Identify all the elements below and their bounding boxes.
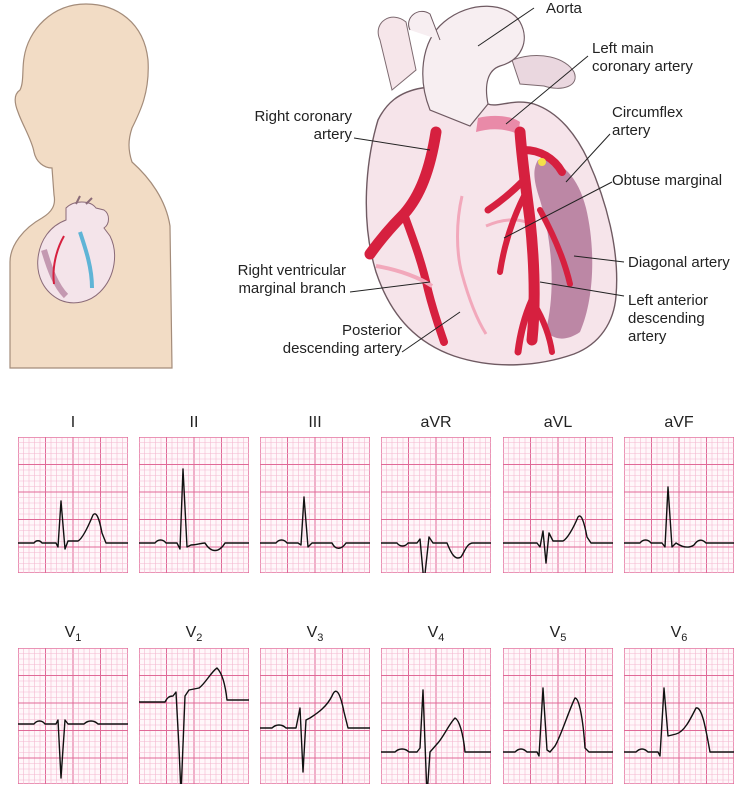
ecg-panel-v6	[624, 648, 734, 784]
ecg-trace-v3	[260, 690, 370, 773]
lead-title-v1: V1	[64, 624, 82, 645]
ecg-grid-ii	[139, 437, 249, 573]
label-left-main-line2: coronary artery	[592, 58, 693, 75]
ecg-grid-v3	[260, 648, 370, 784]
ecg-panel-v2	[139, 648, 249, 784]
label-obtuse-marginal: Obtuse marginal	[612, 172, 723, 189]
ecg-grid-v1	[18, 648, 128, 784]
lead-title-avr: aVR	[420, 414, 452, 431]
ecg-grid-iii	[260, 437, 370, 573]
lead-title-iii: III	[308, 414, 322, 431]
anatomy-illustration	[9, 3, 625, 369]
ecg-grid-v4	[381, 648, 491, 784]
label-lad-line3: artery	[628, 328, 667, 345]
ecg-panel-i	[18, 437, 128, 573]
ecg-grid-i	[18, 437, 128, 573]
label-pda-line1: Posterior	[341, 322, 402, 339]
lead-title-avf: aVF	[664, 414, 694, 431]
label-pda: Posterior descending artery	[246, 322, 402, 358]
diagonal-artery	[537, 207, 573, 287]
ecg-panel-ii	[139, 437, 249, 573]
lead-title-v4: V4	[427, 624, 445, 645]
ecg-grid-v2	[139, 648, 249, 784]
ecg-trace-iii	[260, 496, 370, 549]
ecg-panel-iii	[260, 437, 370, 573]
lead-title-ii: II	[189, 414, 199, 431]
ecg-trace-i	[18, 500, 128, 550]
label-rv-marginal: Right ventricular marginal branch	[200, 262, 346, 298]
label-right-coronary-line1: Right coronary	[254, 108, 352, 125]
small-heart-icon	[37, 195, 116, 304]
large-heart	[364, 5, 618, 366]
ecg-grid-avr	[381, 437, 491, 573]
lead-title-v5: V5	[549, 624, 567, 645]
ecg-panel-v5	[503, 648, 613, 784]
ecg-trace-v2	[139, 667, 249, 784]
leader-lines	[349, 7, 625, 353]
lead-title-avl: aVL	[543, 414, 573, 431]
lead-title-v2: V2	[185, 624, 203, 645]
label-rv-marginal-line1: Right ventricular	[237, 262, 346, 279]
ecg-panel-avf	[624, 437, 734, 573]
ecg-trace-v1	[18, 719, 128, 779]
ecg-panel-avl	[503, 437, 613, 573]
label-circumflex-line1: Circumflex	[612, 104, 683, 121]
label-circumflex-line2: artery	[612, 122, 651, 139]
torso-silhouette	[9, 3, 173, 369]
ecg-trace-avf	[624, 486, 734, 548]
label-right-coronary: Right coronary artery	[216, 108, 352, 144]
label-lad: Left anterior descending artery	[628, 292, 708, 346]
lead-title-v6: V6	[670, 624, 688, 645]
label-aorta: Aorta	[546, 0, 582, 17]
label-pda-line2: descending artery	[282, 340, 402, 357]
label-lad-line2: descending	[628, 310, 705, 327]
label-rv-marginal-line2: marginal branch	[238, 280, 346, 297]
ecg-grid-v6	[624, 648, 734, 784]
ecg-panel-avr	[381, 437, 491, 573]
label-right-coronary-line2: artery	[313, 126, 352, 143]
ecg-trace-ii	[139, 468, 249, 552]
ecg-grid-avf	[624, 437, 734, 573]
ecg-trace-v5	[503, 687, 613, 757]
aorta-vessel	[422, 5, 525, 127]
ecg-trace-v6	[624, 687, 734, 757]
ecg-panel-v3	[260, 648, 370, 784]
lead-title-v3: V3	[306, 624, 324, 645]
ecg-trace-v4	[381, 689, 491, 784]
label-circumflex: Circumflex artery	[612, 104, 683, 140]
label-left-main: Left main coronary artery	[592, 40, 693, 76]
label-lad-line1: Left anterior	[628, 292, 709, 309]
ecg-grid-v5	[503, 648, 613, 784]
ecg-grid-avl	[503, 437, 613, 573]
ecg-trace-avr	[381, 536, 491, 573]
ecg-trace-avl	[503, 515, 613, 564]
ecg-panel-v1	[18, 648, 128, 784]
circumflex-artery	[520, 146, 566, 176]
label-diagonal: Diagonal artery	[628, 254, 730, 271]
label-left-main-line1: Left main	[592, 40, 654, 57]
lead-title-i: I	[70, 414, 76, 431]
ecg-panel-v4	[381, 648, 491, 784]
